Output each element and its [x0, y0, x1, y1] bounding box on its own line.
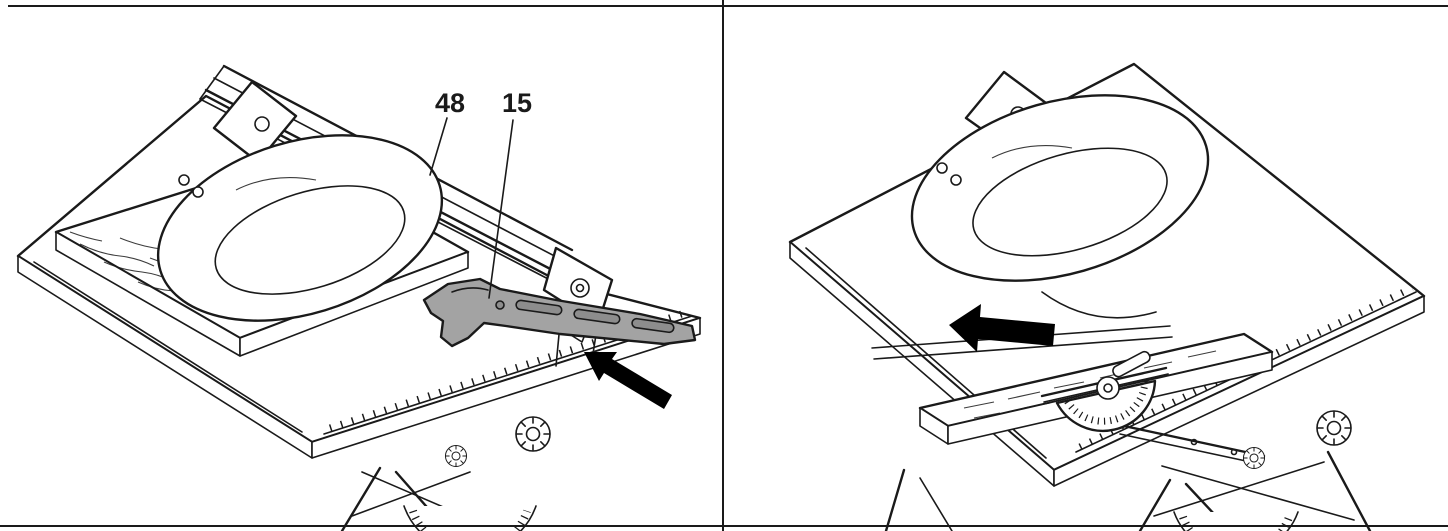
miter-protractor: [1055, 379, 1157, 432]
frame-top-border: [8, 5, 1448, 7]
star-knob: [515, 416, 551, 452]
feed-direction-arrow: [949, 304, 1055, 352]
blade-guard: [156, 80, 444, 322]
callout-rip-fence: 48: [429, 88, 465, 176]
left-panel-illustration: 48 15: [16, 64, 702, 531]
push-stick-slot: [515, 299, 563, 316]
push-stick-slot: [573, 308, 621, 325]
push-stick: [422, 277, 697, 348]
miter-gauge: [1040, 350, 1266, 465]
star-knob: [1316, 410, 1352, 446]
push-stick-slot: [631, 317, 675, 334]
panel-divider: [722, 0, 724, 531]
right-panel-illustration: [788, 62, 1426, 531]
feed-direction-arrow: [584, 352, 672, 409]
saw-blade: [1041, 291, 1157, 319]
frame-bottom-border: [0, 525, 1448, 527]
star-knob-small: [444, 444, 468, 468]
callout-label-15: 15: [502, 88, 532, 118]
callout-push-stick: 15: [488, 88, 532, 299]
callout-label-48: 48: [435, 88, 465, 118]
blade-guard: [910, 70, 1210, 282]
miter-lock-handle: [1112, 350, 1151, 378]
star-knob-small: [1242, 446, 1266, 470]
push-stick-hole: [495, 300, 505, 310]
